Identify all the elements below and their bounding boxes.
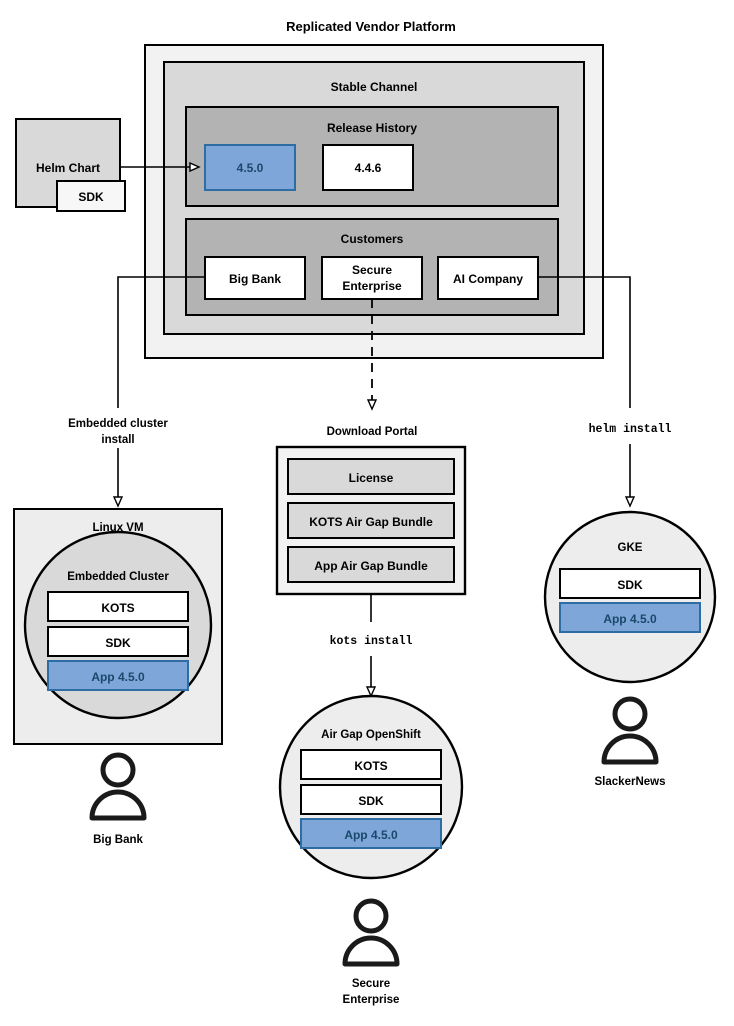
linux-vm-component-sdk[interactable] xyxy=(47,626,189,657)
embedded-install-label-line1: Embedded cluster xyxy=(68,418,168,430)
helm-install-label: helm install xyxy=(589,423,672,436)
customer-box-ai-company[interactable] xyxy=(437,256,539,300)
airgap-component-kots[interactable] xyxy=(300,749,442,780)
component-label: App 4.5.0 xyxy=(603,612,657,626)
airgap-openshift-label: Air Gap OpenShift xyxy=(321,729,421,741)
component-label: SDK xyxy=(105,636,131,650)
linux-vm-component-kots[interactable] xyxy=(47,591,189,622)
stable-channel-label: Stable Channel xyxy=(331,80,418,94)
gke-component-sdk[interactable] xyxy=(559,568,701,599)
kots-install-label: kots install xyxy=(330,635,413,648)
gke-component-app[interactable] xyxy=(559,602,701,633)
customer-label: AI Company xyxy=(453,272,523,286)
actor-label: Big Bank xyxy=(93,834,143,846)
actor-label: SlackerNews xyxy=(595,776,666,788)
page-title: Replicated Vendor Platform xyxy=(286,19,456,34)
customer-label-line1: Secure xyxy=(352,263,392,277)
actor-secure-enterprise-icon xyxy=(342,898,400,967)
component-label: SDK xyxy=(358,794,384,808)
portal-item-label: License xyxy=(349,471,394,485)
airgap-component-sdk[interactable] xyxy=(300,784,442,815)
release-version-label: 4.5.0 xyxy=(237,161,264,175)
gke-label: GKE xyxy=(618,542,643,554)
release-box-4-4-6[interactable] xyxy=(322,144,414,191)
portal-item-app-airgap-bundle[interactable] xyxy=(287,546,455,583)
download-portal-label: Download Portal xyxy=(327,426,418,438)
portal-item-license[interactable] xyxy=(287,458,455,495)
embedded-cluster-label: Embedded Cluster xyxy=(67,571,169,583)
actor-slackernews-icon xyxy=(601,696,659,765)
customer-label: Big Bank xyxy=(229,272,281,286)
helm-chart-label: Helm Chart xyxy=(36,161,100,175)
customers-label: Customers xyxy=(341,232,404,246)
linux-vm-component-app[interactable] xyxy=(47,660,189,691)
actor-label-line1: Secure xyxy=(352,978,390,990)
linux-vm-label: Linux VM xyxy=(92,522,143,534)
release-box-4-5-0[interactable] xyxy=(204,144,296,191)
actor-label-line2: Enterprise xyxy=(343,994,400,1006)
portal-item-label: App Air Gap Bundle xyxy=(314,559,428,573)
portal-item-kots-airgap-bundle[interactable] xyxy=(287,502,455,539)
embedded-install-label-line2: install xyxy=(101,434,134,446)
edge-bigbank-to-embedded xyxy=(117,276,205,408)
customer-label-line2: Enterprise xyxy=(342,279,402,293)
customer-box-secure-enterprise[interactable] xyxy=(321,256,423,300)
component-label: KOTS xyxy=(101,601,134,615)
sdk-label: SDK xyxy=(78,190,104,204)
release-history-label: Release History xyxy=(327,121,417,135)
component-label: KOTS xyxy=(354,759,387,773)
component-label: App 4.5.0 xyxy=(344,828,398,842)
actor-big-bank-icon xyxy=(89,752,147,821)
airgap-component-app[interactable] xyxy=(300,818,442,849)
portal-item-label: KOTS Air Gap Bundle xyxy=(309,515,433,529)
customer-box-big-bank[interactable] xyxy=(204,256,306,300)
release-version-label: 4.4.6 xyxy=(355,161,382,175)
component-label: App 4.5.0 xyxy=(91,670,145,684)
edge-ai-to-helm xyxy=(538,276,631,408)
helm-chart-sdk-box[interactable] xyxy=(56,180,126,212)
component-label: SDK xyxy=(617,578,643,592)
